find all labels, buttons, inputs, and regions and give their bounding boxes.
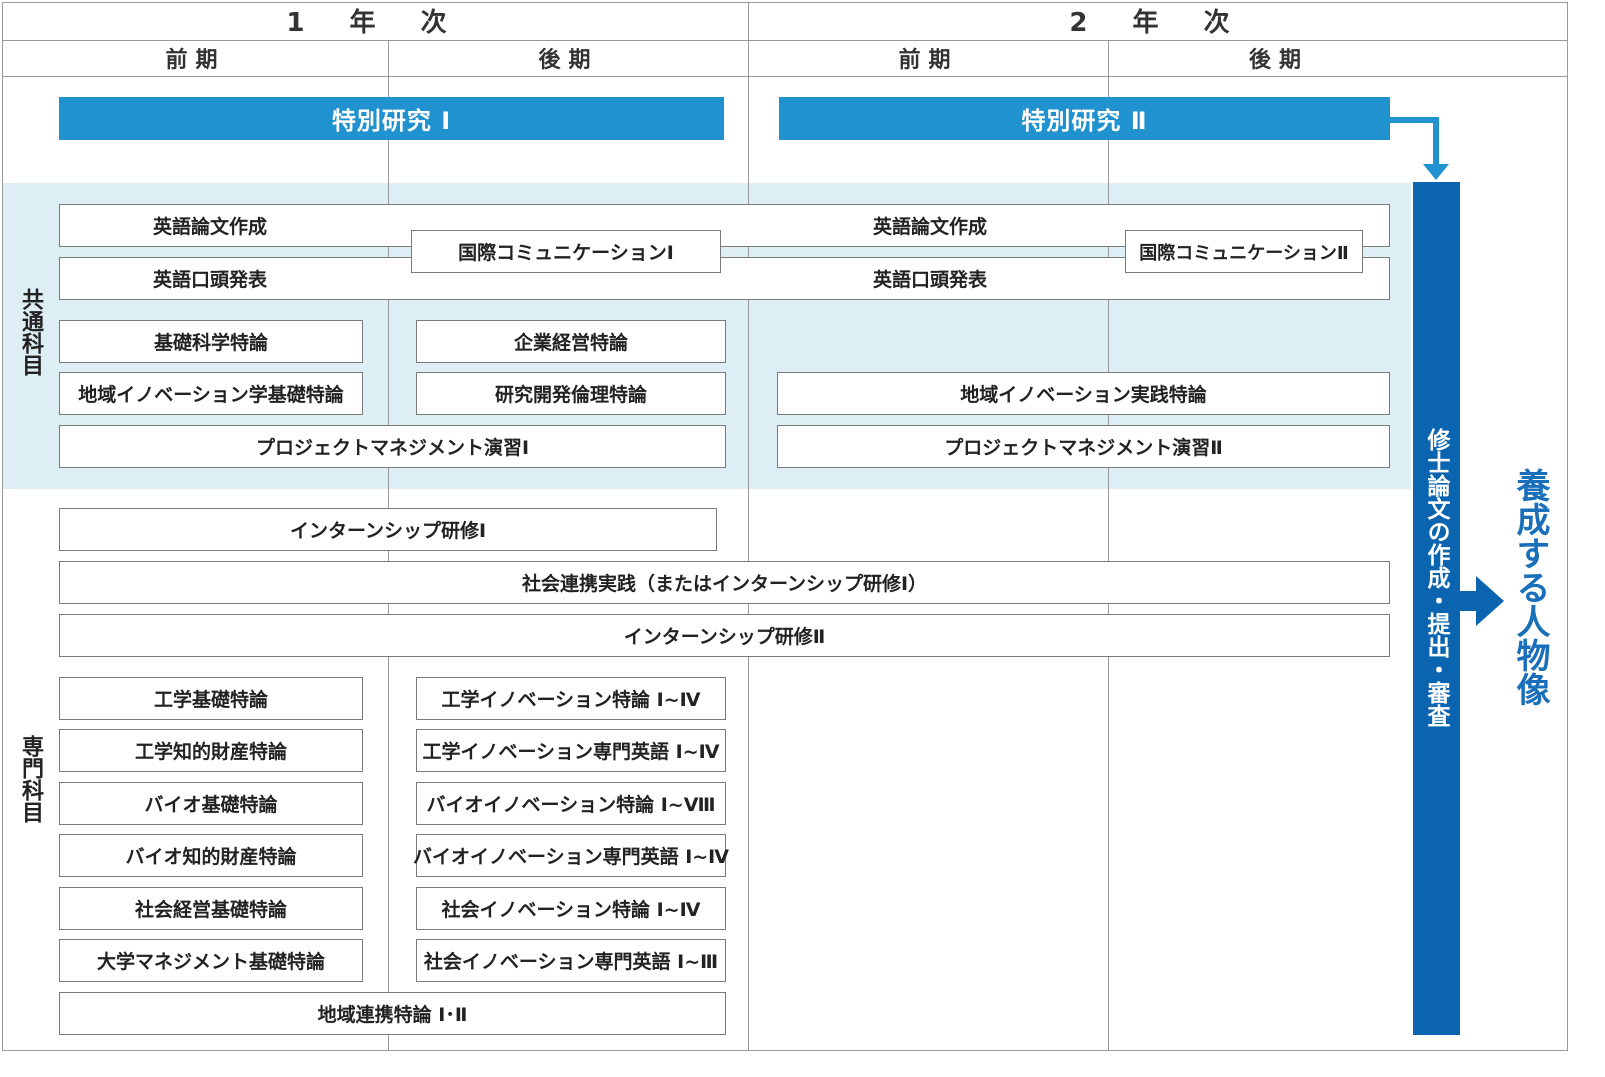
specialized-subjects-label: 専門科目 — [18, 735, 43, 823]
special-research-2: 特別研究 Ⅱ — [779, 97, 1390, 140]
term-header-3: 前期 — [898, 48, 959, 73]
english-writing-1: 英語論文作成 — [152, 216, 267, 238]
internship-2: インターンシップ研修Ⅱ — [59, 614, 1390, 657]
basic-science: 基礎科学特論 — [59, 320, 363, 363]
year-2-header: 2 年 次 — [1069, 8, 1248, 38]
header-divider-2 — [3, 76, 1568, 77]
term-divider-2 — [1108, 40, 1109, 1051]
spec-right-3: バイオイノベーション特論 Ⅰ~Ⅷ — [416, 782, 726, 825]
regional-innovation-practice: 地域イノベーション実践特論 — [777, 372, 1390, 415]
project-management-2: プロジェクトマネジメント演習Ⅱ — [777, 425, 1390, 468]
year-divider — [748, 2, 749, 1051]
thesis-bar — [1413, 182, 1460, 1035]
spec-right-6: 社会イノベーション専門英語 Ⅰ~Ⅲ — [416, 939, 726, 982]
spec-right-1: 工学イノベーション特論 Ⅰ~Ⅳ — [416, 677, 726, 720]
spec-left-3: バイオ基礎特論 — [59, 782, 363, 825]
rd-ethics: 研究開発倫理特論 — [416, 372, 726, 415]
outcome-label: 養成する人物像 — [1510, 468, 1550, 706]
thesis-to-outcome-arrow — [1460, 576, 1504, 626]
header-divider-1 — [3, 40, 1568, 41]
project-management-1: プロジェクトマネジメント演習Ⅰ — [59, 425, 726, 468]
social-collaboration-practice: 社会連携実践（またはインターンシップ研修Ⅰ） — [59, 561, 1390, 604]
spec-right-5: 社会イノベーション特論 Ⅰ~Ⅳ — [416, 887, 726, 930]
regional-collaboration: 地域連携特論 Ⅰ･Ⅱ — [59, 992, 726, 1035]
corporate-management: 企業経営特論 — [416, 320, 726, 363]
spec-left-1: 工学基礎特論 — [59, 677, 363, 720]
english-oral-1: 英語口頭発表 — [152, 269, 267, 291]
outer-frame — [2, 2, 1568, 1051]
spec-left-6: 大学マネジメント基礎特論 — [59, 939, 363, 982]
english-writing-2: 英語論文作成 — [872, 216, 987, 238]
spec-right-4: バイオイノベーション専門英語 Ⅰ~Ⅳ — [413, 834, 729, 877]
special-research-1: 特別研究 Ⅰ — [59, 97, 724, 140]
research-to-thesis-arrow — [1385, 117, 1449, 180]
spec-left-4: バイオ知的財産特論 — [59, 834, 363, 877]
common-subjects-label: 共通科目 — [18, 288, 43, 376]
spec-right-2: 工学イノベーション専門英語 Ⅰ~Ⅳ — [416, 729, 726, 772]
spec-left-2: 工学知的財産特論 — [59, 729, 363, 772]
intl-communication-1: 国際コミュニケーションⅠ — [411, 230, 721, 273]
english-oral-2: 英語口頭発表 — [872, 269, 987, 291]
year-1-header: 1 年 次 — [286, 8, 465, 38]
term-header-1: 前期 — [165, 48, 226, 73]
term-header-2: 後期 — [538, 48, 599, 73]
term-header-4: 後期 — [1248, 48, 1309, 73]
thesis-label: 修士論文の作成・提出・審査 — [1423, 428, 1449, 727]
regional-innovation-basic: 地域イノベーション学基礎特論 — [59, 372, 363, 415]
intl-communication-2: 国際コミュニケーションⅡ — [1125, 230, 1363, 273]
spec-left-5: 社会経営基礎特論 — [59, 887, 363, 930]
internship-1: インターンシップ研修Ⅰ — [59, 508, 717, 551]
